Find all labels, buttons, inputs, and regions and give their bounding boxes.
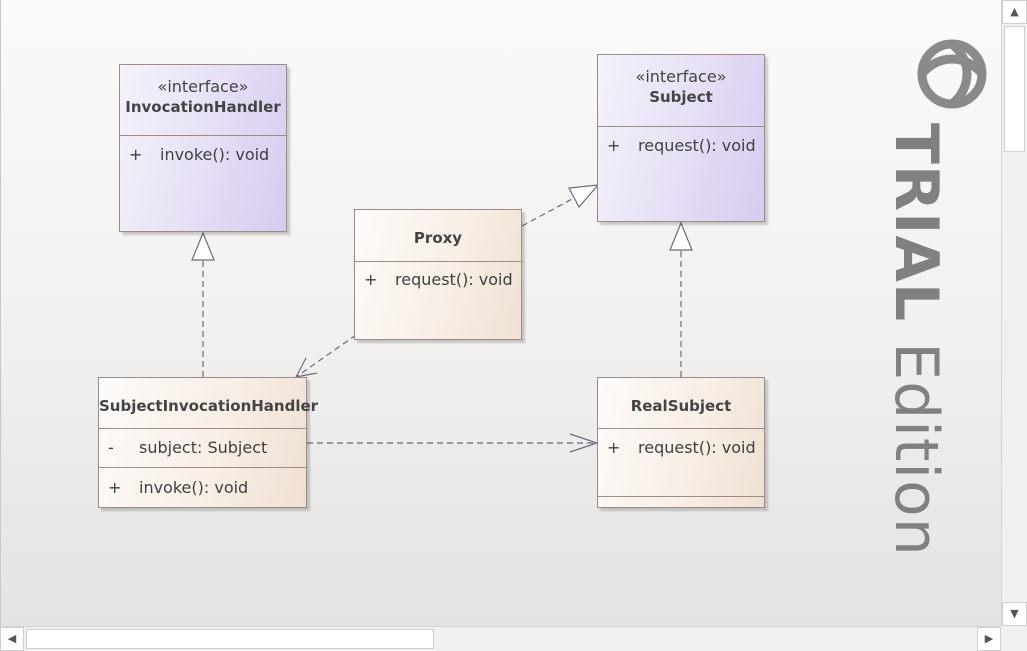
realization-arrowhead [568,184,600,209]
operation-signature: invoke(): void [160,145,270,164]
realization-line-proxy-to-subject[interactable] [521,197,575,227]
scrollbar-corner [1001,626,1027,651]
visibility-marker: + [607,438,621,457]
class-name: RealSubject [630,397,732,415]
watermark-text: Edition [881,322,951,557]
stereotype-label: «interface» [157,77,249,96]
class-header: SubjectInvocationHandler [99,378,319,429]
trial-edition-watermark: TRIAL Edition [881,123,951,557]
class-name: Proxy [413,229,463,247]
class-name: InvocationHandler [125,98,281,116]
attribute-signature: subject: Subject [139,438,268,457]
visibility-marker: + [607,136,621,155]
class-name: Subject [649,88,713,106]
realization-arrowhead [669,221,693,251]
chevron-left-icon[interactable]: ◀ [0,627,24,651]
operation-signature: request(): void [638,136,756,155]
vertical-scrollbar[interactable]: ▲ ▼ [1001,0,1027,626]
class-subject[interactable]: «interface» Subject + request(): void [597,54,765,222]
class-invocationhandler[interactable]: «interface» InvocationHandler + invoke()… [119,64,287,232]
chevron-right-icon[interactable]: ▶ [977,627,1001,651]
class-header: Proxy [355,210,521,262]
chevron-up-icon[interactable]: ▲ [1002,0,1027,24]
stereotype-label: «interface» [635,67,727,86]
vertical-scroll-thumb[interactable] [1004,26,1025,152]
compartment-divider [598,496,764,497]
operation-signature: request(): void [638,438,756,457]
class-name: SubjectInvocationHandler [99,397,319,415]
class-realsubject[interactable]: RealSubject + request(): void [597,377,765,508]
chevron-down-icon[interactable]: ▼ [1002,602,1027,626]
horizontal-scroll-thumb[interactable] [26,629,434,649]
dependency-arrowhead [294,357,318,378]
realization-arrowhead [191,231,215,261]
class-header: «interface» InvocationHandler [120,65,286,136]
class-header: RealSubject [598,378,764,429]
dependency-line-proxy-to-sih[interactable] [295,334,357,378]
class-proxy[interactable]: Proxy + request(): void [354,209,522,340]
class-subjectinvocationhandler[interactable]: SubjectInvocationHandler - subject: Subj… [98,377,319,508]
horizontal-scrollbar[interactable]: ◀ ▶ [0,626,1001,651]
watermark-bold-text: TRIAL [881,123,951,323]
trial-logo-icon [917,39,987,109]
compartment-divider [99,467,306,468]
operation-signature: request(): void [395,270,513,289]
visibility-marker: + [108,478,122,497]
visibility-marker: - [108,438,114,457]
visibility-marker: + [129,145,143,164]
visibility-marker: + [364,270,378,289]
operation-signature: invoke(): void [139,478,249,497]
diagram-canvas[interactable]: «interface» InvocationHandler + invoke()… [0,0,1001,626]
class-header: «interface» Subject [598,55,764,127]
